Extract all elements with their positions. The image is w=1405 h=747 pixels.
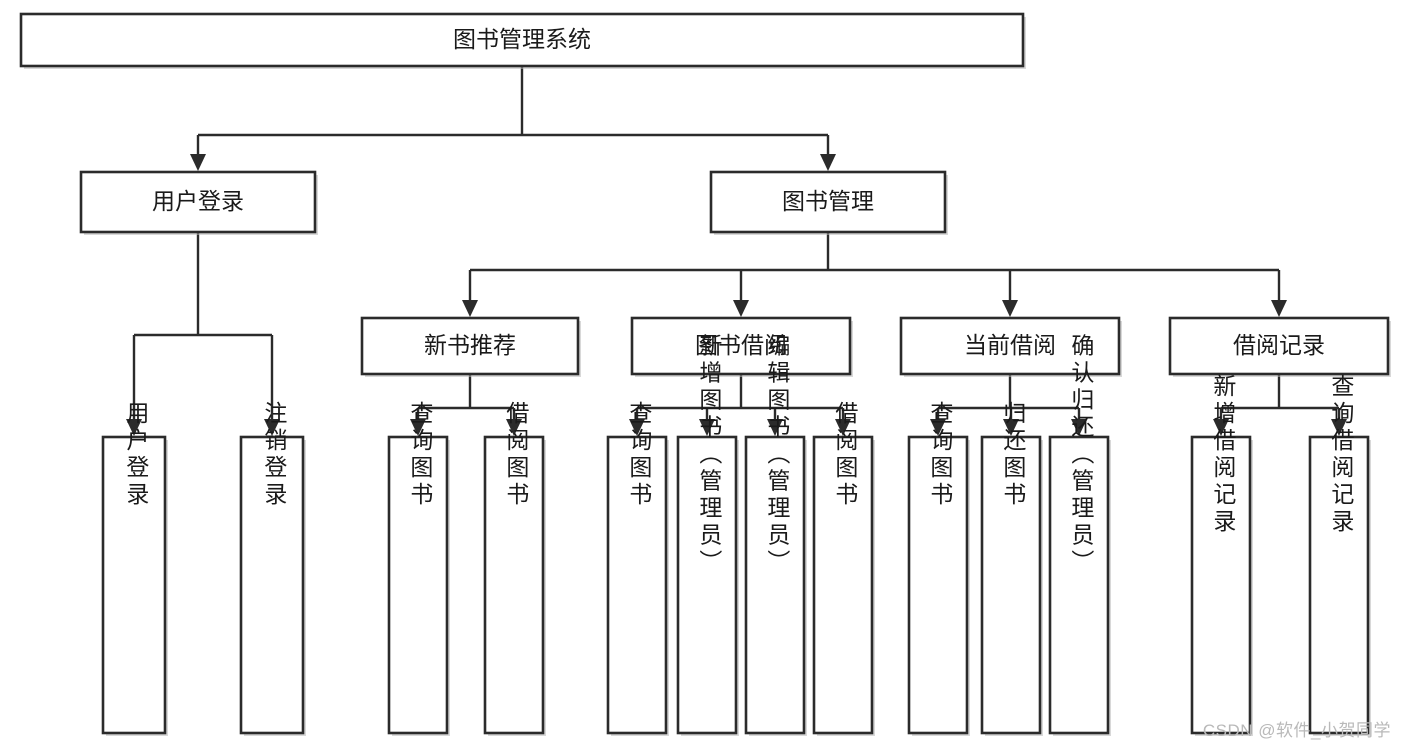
node-book-manage[interactable]: 图书管理 — [709, 170, 948, 235]
node-label: 查询图书 — [407, 401, 434, 509]
node-label: 用户登录 — [123, 401, 150, 509]
node-new-book-rec[interactable]: 新书推荐 — [360, 316, 581, 377]
node-label: 新书推荐 — [424, 332, 516, 358]
node-current-borrow[interactable]: 当前借阅 — [899, 316, 1122, 377]
node-rect[interactable] — [907, 435, 969, 735]
node-rect[interactable] — [980, 435, 1042, 735]
node-rect[interactable] — [79, 170, 317, 234]
node-rect[interactable] — [101, 435, 167, 735]
node-label: 查询图书 — [927, 401, 954, 509]
node-label: 查询借阅记录 — [1328, 374, 1355, 536]
node-rect[interactable] — [630, 316, 852, 376]
node-leaf-edit-book[interactable]: 编辑图书（管理员） — [744, 334, 807, 737]
node-leaf-borrow-book-b[interactable]: 借阅图书 — [812, 401, 875, 736]
node-label: 图书管理 — [782, 188, 874, 214]
node-label: 图书管理系统 — [453, 26, 591, 52]
node-label: 当前借阅 — [964, 332, 1056, 358]
node-label: 借阅记录 — [1233, 332, 1325, 358]
node-leaf-logout[interactable]: 注销登录 — [239, 401, 306, 736]
node-label: 用户登录 — [152, 188, 244, 214]
node-root[interactable]: 图书管理系统 — [19, 12, 1026, 69]
node-rect[interactable] — [899, 316, 1121, 376]
node-rect[interactable] — [676, 435, 738, 735]
node-rect[interactable] — [744, 435, 806, 735]
node-rect[interactable] — [360, 316, 580, 376]
node-rect[interactable] — [1308, 435, 1370, 735]
node-rect[interactable] — [1048, 435, 1110, 735]
node-leaf-query-book-b[interactable]: 查询图书 — [606, 401, 669, 736]
node-label: 图书借阅 — [695, 332, 787, 358]
node-leaf-query-book-rec[interactable]: 查询图书 — [387, 401, 450, 736]
node-book-borrow[interactable]: 图书借阅 — [630, 316, 853, 377]
node-rect[interactable] — [812, 435, 874, 735]
node-rect[interactable] — [1168, 316, 1390, 376]
node-rect[interactable] — [239, 435, 305, 735]
node-borrow-record[interactable]: 借阅记录 — [1168, 316, 1391, 377]
node-label: 编辑图书（管理员） — [764, 334, 791, 577]
node-label: 借阅图书 — [503, 401, 530, 509]
node-leaf-add-record[interactable]: 新增借阅记录 — [1190, 374, 1253, 736]
node-rect[interactable] — [709, 170, 947, 234]
node-label: 确认归还（管理员） — [1068, 334, 1095, 577]
node-layer: 图书管理系统用户登录图书管理新书推荐图书借阅当前借阅借阅记录用户登录注销登录查询… — [19, 12, 1391, 737]
node-label: 归还图书 — [1000, 401, 1027, 509]
node-label: 新增图书（管理员） — [696, 334, 723, 577]
node-rect[interactable] — [483, 435, 545, 735]
node-label: 新增借阅记录 — [1210, 374, 1237, 536]
node-label: 借阅图书 — [832, 401, 859, 509]
node-rect[interactable] — [1190, 435, 1252, 735]
node-label: 注销登录 — [261, 401, 288, 509]
node-leaf-query-book-c[interactable]: 查询图书 — [907, 401, 970, 736]
node-leaf-borrow-book-rec[interactable]: 借阅图书 — [483, 401, 546, 736]
node-label: 查询图书 — [626, 401, 653, 509]
node-leaf-query-record[interactable]: 查询借阅记录 — [1308, 374, 1371, 736]
node-rect[interactable] — [606, 435, 668, 735]
node-leaf-confirm-return[interactable]: 确认归还（管理员） — [1048, 334, 1111, 737]
node-rect[interactable] — [19, 12, 1025, 68]
node-leaf-user-login[interactable]: 用户登录 — [101, 401, 168, 736]
node-rect[interactable] — [387, 435, 449, 735]
node-user-login[interactable]: 用户登录 — [79, 170, 318, 235]
connector-layer — [126, 66, 1347, 436]
node-leaf-return-book[interactable]: 归还图书 — [980, 401, 1043, 736]
node-leaf-add-book[interactable]: 新增图书（管理员） — [676, 334, 739, 737]
